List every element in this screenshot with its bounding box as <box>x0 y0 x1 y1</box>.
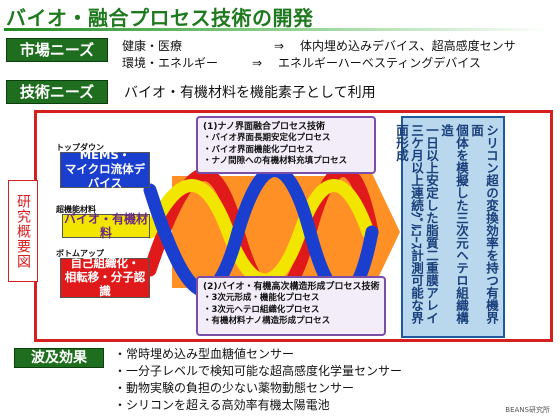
impact-list: ・常時埋め込み型血糖値センサー ・一分子レベルで検知可能な超高感度化学量センサー… <box>114 346 402 414</box>
process-2-box: (2)バイオ・有機高次構造形成プロセス技術 ・3次元形成・機能化プロセス ・3次… <box>196 276 386 336</box>
process-1-title: (1)ナノ界面融合プロセス技術 <box>203 122 326 132</box>
material-box: バイオ・有機材料 <box>62 211 150 240</box>
process-1-item: ・ナノ間隙への有機材料充填プロセス <box>203 156 348 167</box>
result-line: 一日以上安定した脂質二重膜アレイ <box>424 124 439 324</box>
topdown-caption: トップダウン <box>56 143 104 152</box>
impact-label: 波及効果 <box>14 348 104 368</box>
material-caption: 超機能材料 <box>56 205 96 214</box>
research-label: 研究概要図 <box>8 180 38 282</box>
result-line: 個体を模擬した三次元ヘテロ組織構造 <box>439 124 469 324</box>
title-rule <box>4 28 552 31</box>
market-row-1: 健康・医療 ⇒ 体内埋め込みデバイス、超高感度センサ <box>122 37 516 54</box>
arrow-icon: ⇒ <box>252 56 263 70</box>
process-1-box: (1)ナノ界面融合プロセス技術 ・バイオ界面長期安定化プロセス ・バイオ界面機能… <box>196 116 376 174</box>
page-title: バイオ・融合プロセス技術の開発 <box>6 6 314 30</box>
impact-item: ・常時埋め込み型血糖値センサー <box>114 347 295 361</box>
market-row-2: 環境・エネルギー ⇒ エネルギーハーベスティングデバイス <box>122 54 481 71</box>
topdown-box: MEMS・ マイクロ流体デバイス <box>60 148 150 190</box>
bottomup-line-1: 自己組織化・ <box>70 256 140 271</box>
result-box: シリコン超の変換効率を持つ有機界面 個体を模擬した三次元ヘテロ組織構造 一日以上… <box>394 116 505 338</box>
result-text: シリコン超の変換効率を持つ有機界面 個体を模擬した三次元ヘテロ組織構造 一日以上… <box>394 124 503 334</box>
process-1-item: ・バイオ界面機能化プロセス <box>203 144 314 155</box>
footer-org: BEANS研究所 <box>505 406 550 414</box>
process-1-item: ・バイオ界面長期安定化プロセス <box>203 133 331 144</box>
market-row-1-right: 体内埋め込みデバイス、超高感度センサ <box>300 39 516 53</box>
tech-needs-label: 技術ニーズ <box>6 80 108 104</box>
result-line: 三ケ月以上連続ｸﾞﾙｺｰｽ計測可能な界面形成 <box>394 124 424 325</box>
topdown-line-1: MEMS・ <box>79 148 131 163</box>
process-2-item: ・3次元形成・機能化プロセス <box>203 293 320 304</box>
market-needs-label: 市場ニーズ <box>6 38 108 62</box>
topdown-line-2: マイクロ流体デバイス <box>64 162 146 190</box>
market-row-2-right: エネルギーハーベスティングデバイス <box>278 56 481 70</box>
tech-needs-text: バイオ・有機材料を機能素子として利用 <box>124 85 376 101</box>
result-line: シリコン超の変換効率を持つ有機界面 <box>469 124 499 324</box>
process-2-item: ・3次元ヘテロ組織化プロセス <box>203 304 320 315</box>
bottomup-caption: ボトムアップ <box>56 249 104 258</box>
market-row-1-left: 健康・医療 <box>122 39 183 53</box>
process-2-item: ・有機材料ナノ構造形成プロセス <box>203 316 331 327</box>
bottomup-line-2: 相転移・分子認識 <box>64 270 146 298</box>
impact-item: ・動物実験の負担の少ない薬物動態センサー <box>114 381 355 395</box>
impact-item: ・一分子レベルで検知可能な超高感度化学量センサー <box>114 364 403 378</box>
process-2-title: (2)バイオ・有機高次構造形成プロセス技術 <box>203 282 380 292</box>
impact-item: ・シリコンを超える高効率有機太陽電池 <box>114 398 330 412</box>
arrow-icon: ⇒ <box>274 39 285 53</box>
bottomup-box: 自己組織化・ 相転移・分子認識 <box>60 256 150 298</box>
market-row-2-left: 環境・エネルギー <box>122 56 219 70</box>
